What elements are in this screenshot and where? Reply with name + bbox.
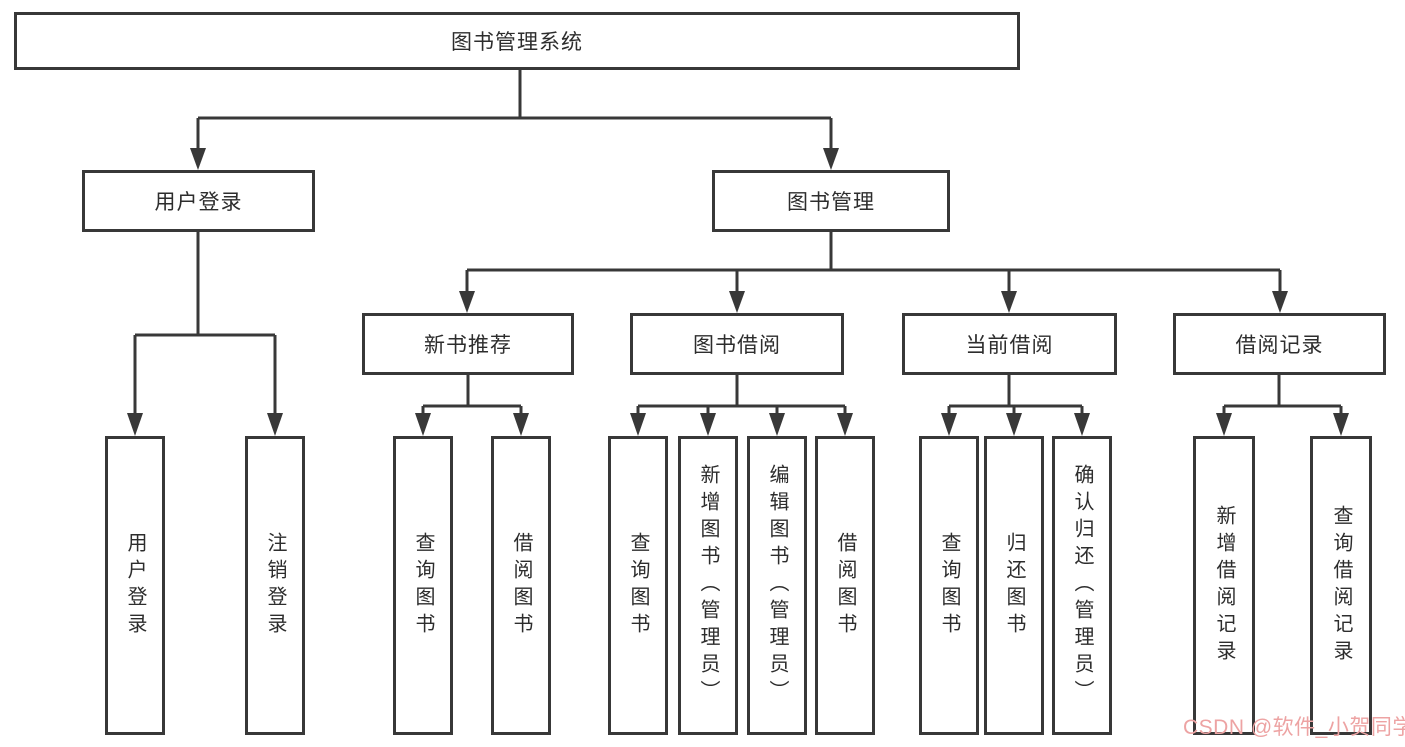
leaf-return-book: 归还图书 xyxy=(984,436,1044,735)
leaf-query-books-recommend: 查询图书 xyxy=(393,436,453,735)
node-book-borrow: 图书借阅 xyxy=(630,313,844,375)
leaf-query-borrow-record: 查询借阅记录 xyxy=(1310,436,1372,735)
leaf-add-borrow-record: 新增借阅记录 xyxy=(1193,436,1255,735)
csdn-watermark: CSDN @软件_小贺同学 xyxy=(1183,716,1405,739)
leaf-borrow-books: 借阅图书 xyxy=(815,436,875,735)
node-book-management: 图书管理 xyxy=(712,170,950,232)
leaf-query-books-borrow: 查询图书 xyxy=(608,436,668,735)
node-current-borrow: 当前借阅 xyxy=(902,313,1117,375)
leaf-logout: 注销登录 xyxy=(245,436,305,735)
leaf-add-book-admin: 新增图书（管理员） xyxy=(678,436,738,735)
leaf-borrow-books-recommend: 借阅图书 xyxy=(491,436,551,735)
node-borrow-records: 借阅记录 xyxy=(1173,313,1386,375)
leaf-query-books-current: 查询图书 xyxy=(919,436,979,735)
node-root-system: 图书管理系统 xyxy=(14,12,1020,70)
node-new-book-recommend: 新书推荐 xyxy=(362,313,574,375)
leaf-user-login: 用户登录 xyxy=(105,436,165,735)
leaf-edit-book-admin: 编辑图书（管理员） xyxy=(747,436,807,735)
node-user-login: 用户登录 xyxy=(82,170,315,232)
leaf-confirm-return-admin: 确认归还（管理员） xyxy=(1052,436,1112,735)
